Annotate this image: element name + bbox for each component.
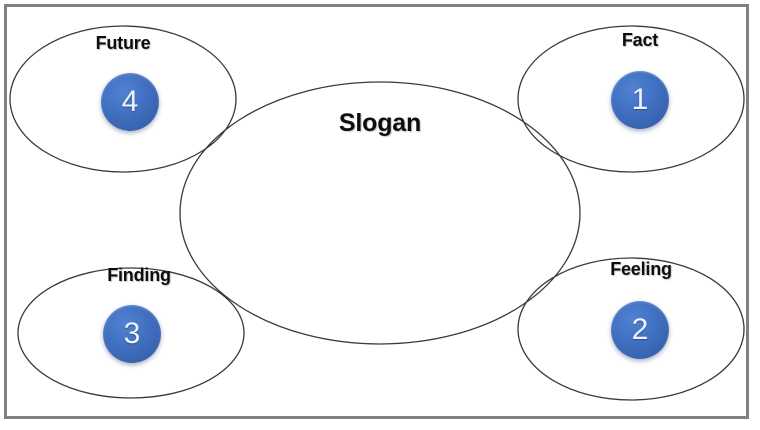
node-badge-finding[interactable]: 3 [103, 305, 161, 363]
node-number-feeling: 2 [631, 313, 649, 346]
node-number-fact: 1 [631, 83, 649, 116]
ellipse-finding[interactable] [17, 267, 245, 399]
center-ellipse-slogan[interactable] [179, 81, 581, 345]
ellipse-fact[interactable] [517, 25, 745, 173]
node-label-feeling: Feeling [610, 259, 672, 279]
node-number-future: 4 [121, 85, 139, 118]
node-label-future: Future [95, 33, 151, 53]
node-number-finding: 3 [123, 317, 141, 350]
node-label-finding: Finding [107, 265, 171, 285]
ellipse-future[interactable] [9, 25, 237, 173]
node-badge-feeling[interactable]: 2 [611, 301, 669, 359]
node-badge-future[interactable]: 4 [101, 73, 159, 131]
node-badge-fact[interactable]: 1 [611, 71, 669, 129]
ellipse-feeling[interactable] [517, 257, 745, 401]
node-label-fact: Fact [621, 30, 659, 50]
center-label-slogan: Slogan [338, 109, 422, 137]
